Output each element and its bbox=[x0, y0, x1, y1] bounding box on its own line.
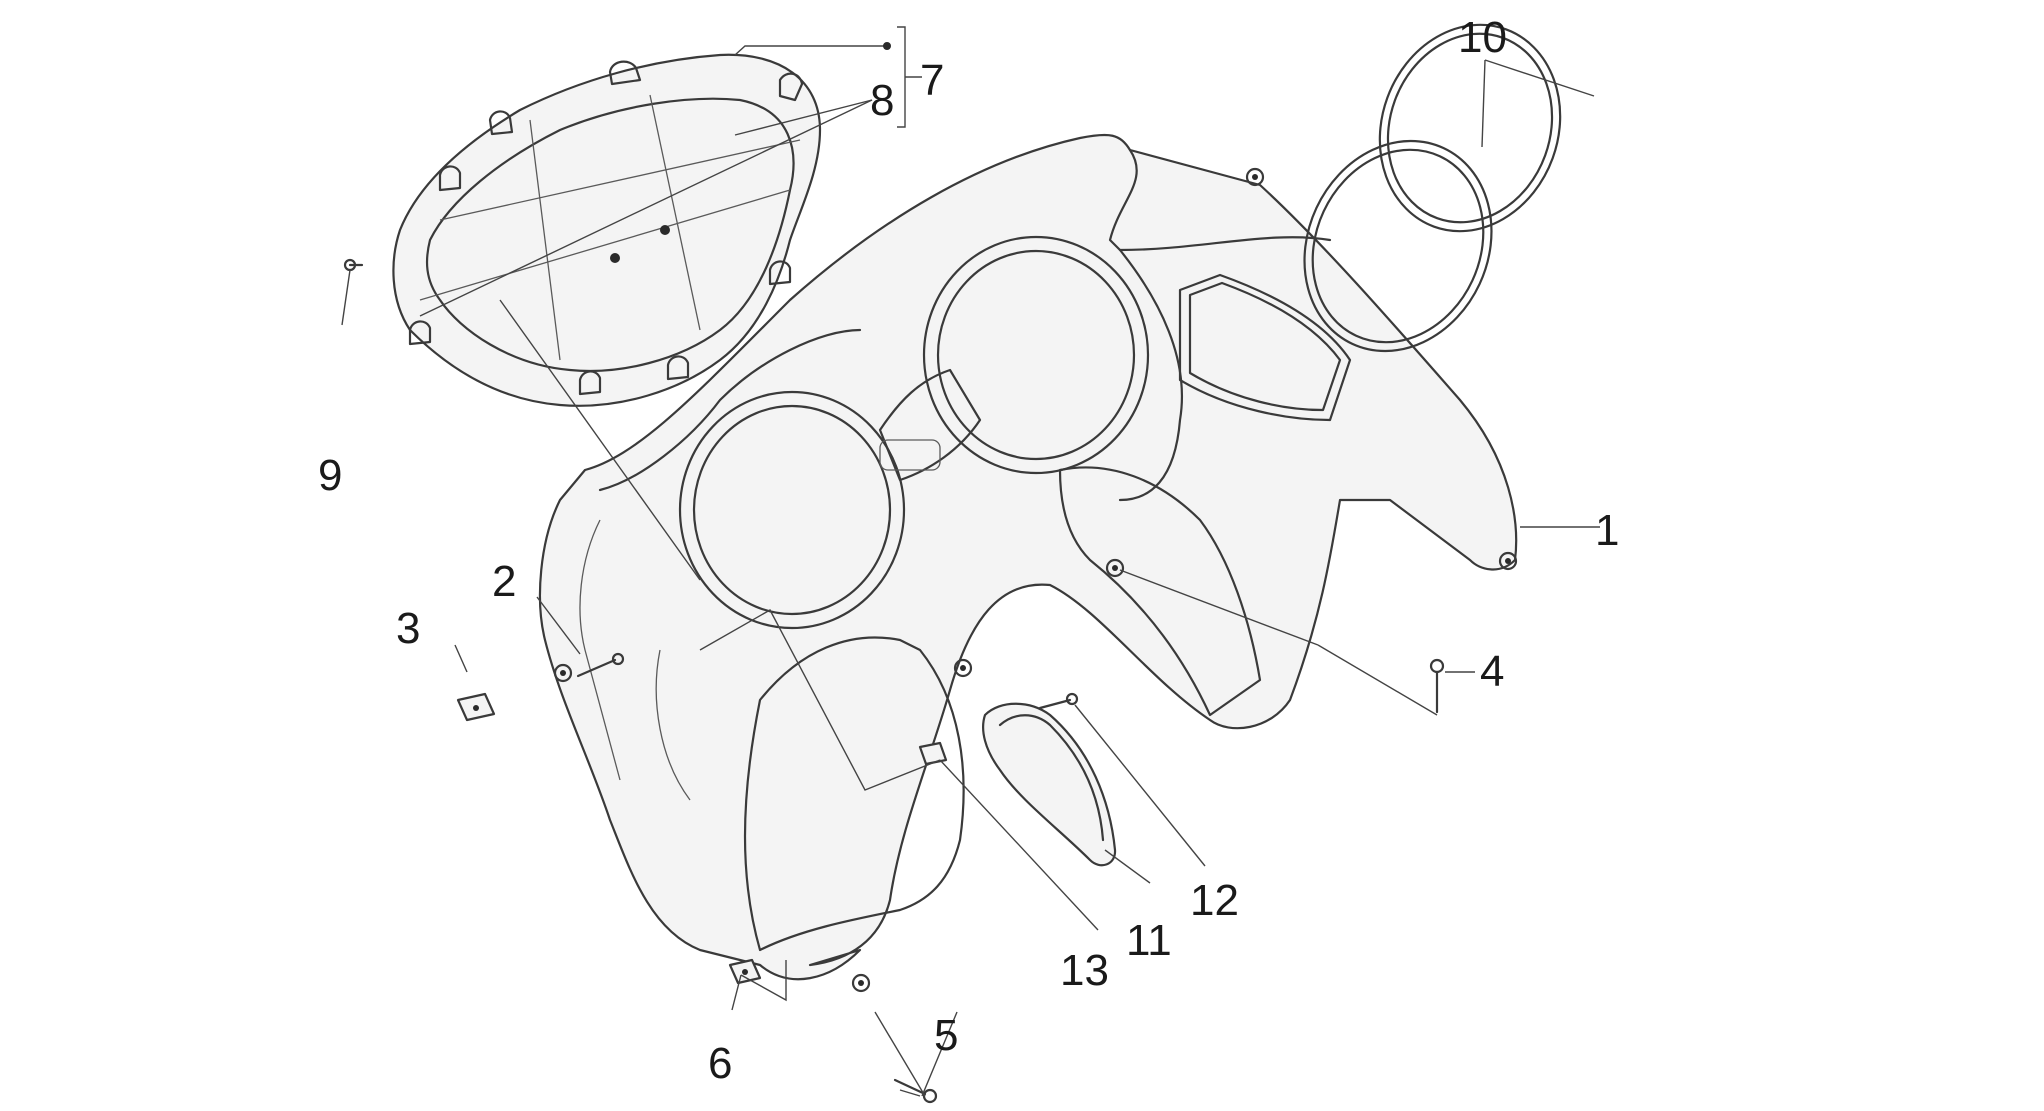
clip-nut-6 bbox=[728, 958, 762, 985]
leader-lines bbox=[341, 26, 1600, 1097]
callout-5: 5 bbox=[934, 1011, 958, 1060]
callout-9: 9 bbox=[318, 451, 342, 500]
callout-2: 2 bbox=[492, 557, 516, 606]
trim-cover bbox=[982, 702, 1117, 867]
callout-labels: 1 2 3 4 5 6 7 8 9 10 11 12 13 bbox=[318, 13, 1619, 1088]
callout-4: 4 bbox=[1480, 647, 1504, 696]
callout-8: 8 bbox=[870, 76, 894, 125]
screw-2 bbox=[576, 652, 625, 678]
callout-10: 10 bbox=[1458, 13, 1507, 62]
callout-6: 6 bbox=[708, 1039, 732, 1088]
screw-4 bbox=[1429, 658, 1445, 714]
clip-nut-13 bbox=[918, 741, 948, 766]
instrument-cluster bbox=[392, 53, 822, 407]
screw-9 bbox=[343, 258, 364, 272]
dashboard-shell bbox=[538, 133, 1518, 993]
callout-3: 3 bbox=[396, 604, 420, 653]
screw-12 bbox=[1038, 692, 1079, 710]
clip-nut-3 bbox=[456, 692, 496, 722]
callout-1: 1 bbox=[1595, 506, 1619, 555]
callout-7: 7 bbox=[920, 56, 944, 105]
callout-11: 11 bbox=[1126, 916, 1172, 965]
callout-13: 13 bbox=[1060, 946, 1109, 995]
callout-12: 12 bbox=[1190, 876, 1239, 925]
gauge-bezel-rings bbox=[1303, 23, 1562, 353]
screw-5 bbox=[893, 1078, 938, 1104]
